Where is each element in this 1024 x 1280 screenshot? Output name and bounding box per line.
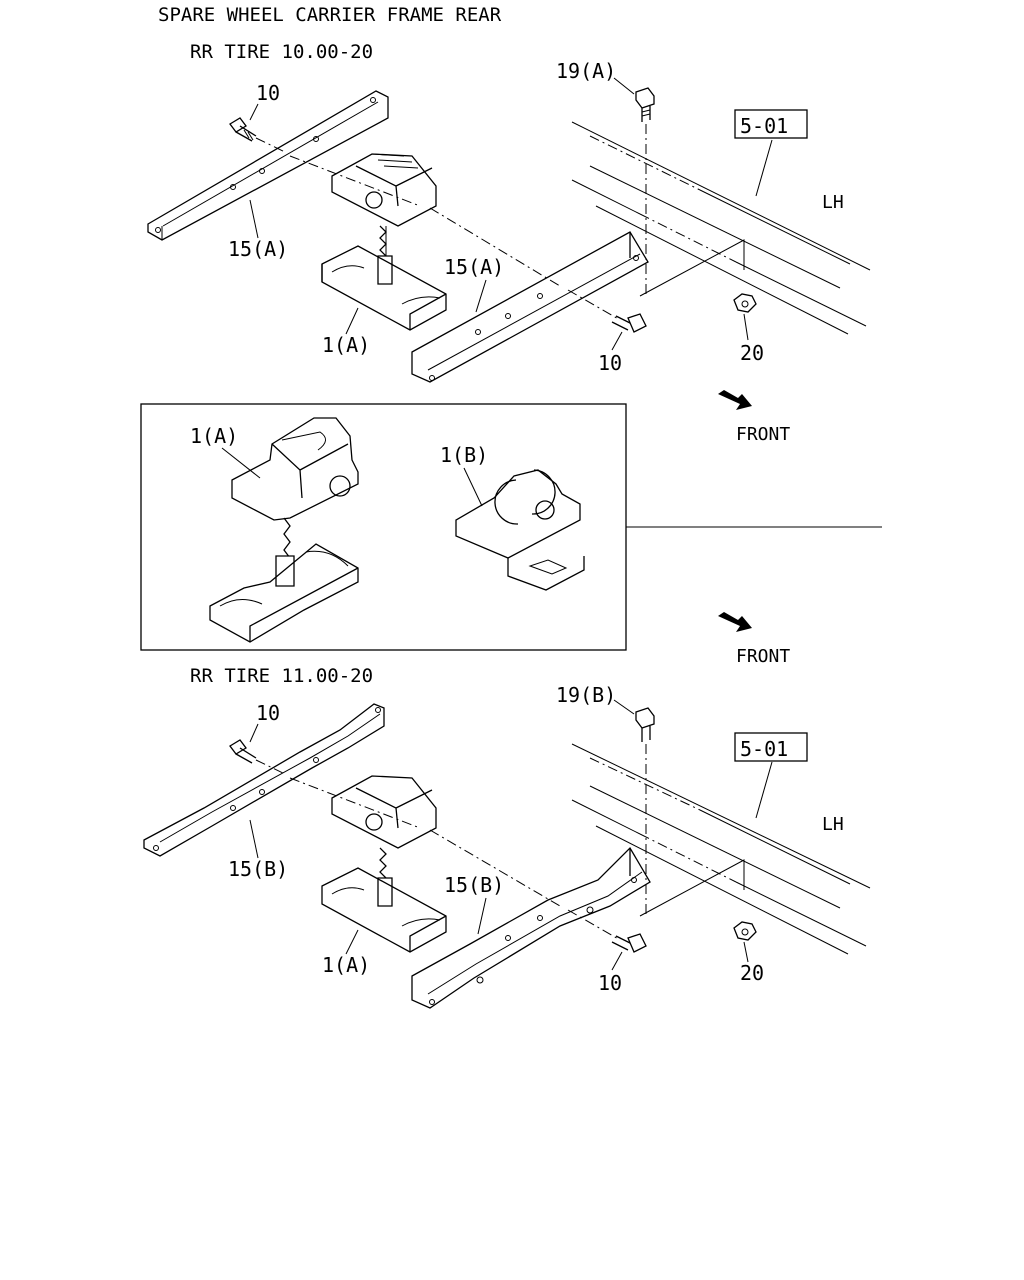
inset-label-1b: 1(B) [440,443,488,467]
front-label-top: FRONT [736,424,790,445]
bolt-19b [613,699,655,916]
label-1a-top: 1(A) [322,333,370,357]
label-19a: 19(A) [556,59,616,83]
label-15b-right: 15(B) [444,873,504,897]
inset-label-1a: 1(A) [190,424,238,448]
label-10-upper-bottom: 10 [256,701,280,725]
diagram-title: SPARE WHEEL CARRIER FRAME REAR [158,4,502,26]
label-15a-right: 15(A) [444,255,504,279]
cradle-detail [209,543,359,643]
frame-rail-top [571,121,871,335]
bolt-10-lower [611,313,647,333]
winch-1a-detail [231,417,359,587]
bolt-19a [613,77,655,296]
cradle-top [321,245,447,331]
rail-15b-right [411,846,651,1009]
ref-label-bottom: 5-01 [740,737,788,761]
rail-15b-left [143,703,385,857]
nut-20-bottom [733,921,757,963]
cradle-bottom [321,867,447,953]
label-1a-bottom: 1(A) [322,953,370,977]
label-lh-top: LH [822,192,844,213]
label-15a-left: 15(A) [228,237,288,261]
label-10-lower-top: 10 [598,351,622,375]
bolt-10-upper-b [229,739,257,764]
label-10-lower-bottom: 10 [598,971,622,995]
label-10-upper-top: 10 [256,81,280,105]
winch-assembly-top [331,153,437,285]
rail-15a-right [411,231,649,383]
bottom-heading: RR TIRE 11.00-20 [190,665,373,687]
ref-box-bottom [734,732,808,762]
front-label-inset: FRONT [736,646,790,667]
top-heading: RR TIRE 10.00-20 [190,41,373,63]
label-lh-bottom: LH [822,814,844,835]
ref-box-top [734,109,808,139]
bolt-10-upper [229,117,257,142]
ref-label-top: 5-01 [740,114,788,138]
nut-20-top [733,293,757,341]
label-19b: 19(B) [556,683,616,707]
winch-1b-detail [455,469,585,591]
front-arrow-icon-top [718,390,752,410]
front-arrow-icon-inset [718,612,752,632]
label-20-top: 20 [740,341,764,365]
winch-assembly-bottom [331,775,437,907]
frame-rail-bottom [571,743,871,955]
label-20-bottom: 20 [740,961,764,985]
label-15b-left: 15(B) [228,857,288,881]
top-section: RR TIRE 10.00-20 [147,41,871,445]
rail-15a-left [147,90,389,241]
bolt-10-lower-b [611,933,647,953]
inset-panel: 1(A) 1(B) FRONT [140,403,882,667]
bottom-section: RR TIRE 11.00-20 [143,665,871,1009]
